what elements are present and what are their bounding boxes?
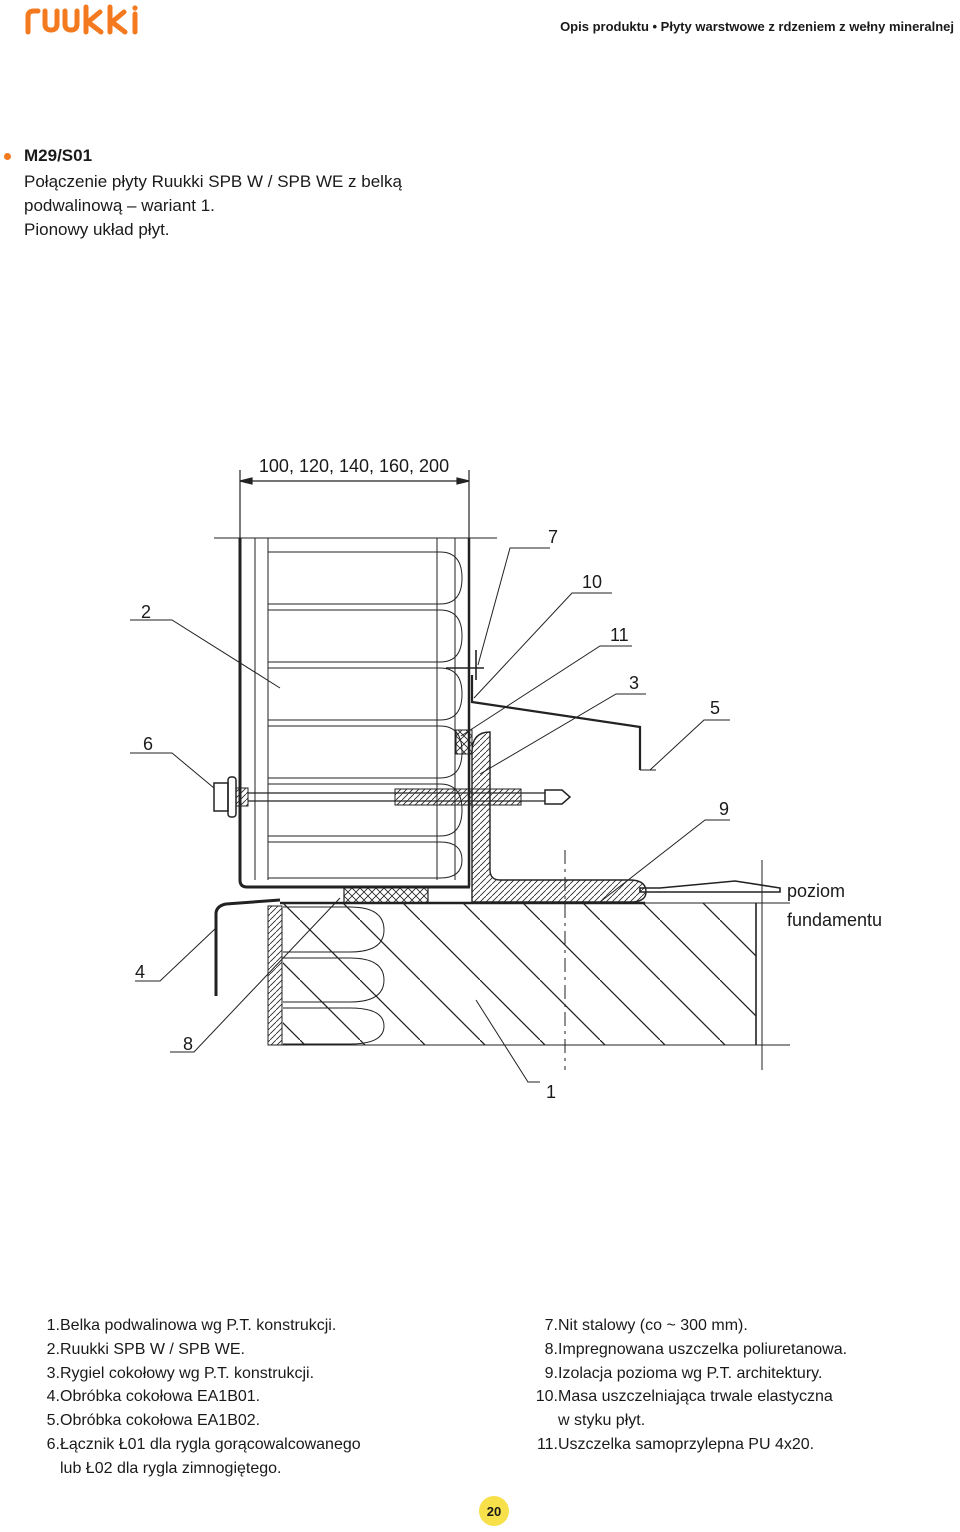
legend-text: Łącznik Ł01 dla rygla gorącowalcowanego (60, 1435, 361, 1453)
detail-code: M29/S01 (24, 146, 93, 165)
legend-right: 7. Nit stalowy (co ~ 300 mm). 8. Impregn… (528, 1314, 948, 1457)
bullet-icon (4, 153, 11, 160)
legend-text: Belka podwalinowa wg P.T. konstrukcji. (60, 1317, 337, 1334)
legend-number: 3. (46, 1364, 60, 1382)
legend-text: Obróbka cokołowa EA1B01. (60, 1388, 261, 1406)
legend-text: Izolacja pozioma wg P.T. architektury. (558, 1364, 823, 1382)
legend-text: Ruukki SPB W / SPB WE. (60, 1340, 245, 1358)
callout-label: 4 (135, 962, 145, 982)
legend-number: 8. (544, 1340, 558, 1358)
legend-text: Impregnowana uszczelka poliuretanowa. (558, 1340, 848, 1358)
callout-label: 2 (141, 602, 151, 622)
legend-number: 5. (46, 1412, 60, 1430)
legend-text: w styku płyt. (558, 1412, 646, 1430)
plinth-insulation (267, 905, 385, 1046)
dimension-label: 100, 120, 140, 160, 200 (259, 456, 449, 476)
legend-item: 2. Ruukki SPB W / SPB WE. (36, 1338, 496, 1362)
legend-number: 2. (46, 1340, 60, 1358)
legend-item: 6. Łącznik Ł01 dla rygla gorącowalcowane… (36, 1433, 496, 1481)
gasket-11 (455, 729, 473, 755)
description-line: Połączenie płyty Ruukki SPB W / SPB WE z… (24, 172, 402, 191)
legend-text: Rygiel cokołowy wg P.T. konstrukcji. (60, 1364, 315, 1382)
legend-item: 4. Obróbka cokołowa EA1B01. (36, 1385, 496, 1409)
legend-item: 10. Masa uszczelniająca trwale elastyczn… (528, 1385, 948, 1433)
level-label: poziom (787, 881, 845, 901)
legend-item: 8. Impregnowana uszczelka poliuretanowa. (528, 1338, 948, 1362)
legend-number: 6. (46, 1435, 60, 1453)
legend-text: lub Ł02 dla rygla zimnogiętego. (60, 1459, 282, 1477)
legend-item: 7. Nit stalowy (co ~ 300 mm). (528, 1314, 948, 1338)
legend-text: Uszczelka samoprzylepna PU 4x20. (558, 1435, 815, 1453)
flashing-4 (214, 898, 281, 996)
legend-number: 7. (544, 1317, 558, 1334)
dimension-line (239, 470, 470, 538)
callout-label: 1 (546, 1082, 556, 1102)
legend-item: 1. Belka podwalinowa wg P.T. konstrukcji… (36, 1314, 496, 1338)
legend-item: 5. Obróbka cokołowa EA1B02. (36, 1409, 496, 1433)
rivet (446, 650, 484, 680)
sandwich-panel (214, 537, 497, 889)
legend-number: 11. (536, 1435, 558, 1453)
legend-left: 1. Belka podwalinowa wg P.T. konstrukcji… (36, 1314, 496, 1481)
callout-label: 7 (548, 527, 558, 547)
callout-label: 9 (719, 799, 729, 819)
legend-number: 1. (46, 1317, 60, 1334)
leader-lines (130, 547, 730, 1083)
legend-text: Masa uszczelniająca trwale elastyczna (558, 1388, 833, 1406)
flashing-5 (470, 675, 642, 770)
screw (213, 776, 572, 818)
description-line: podwalinową – wariant 1. (24, 196, 215, 215)
header-title: Opis produktu • Płyty warstwowe z rdzeni… (560, 19, 954, 34)
ruukki-logo (25, 4, 138, 35)
legend-number: 4. (46, 1388, 60, 1406)
gasket-8 (343, 886, 429, 904)
detail-description: Połączenie płyty Ruukki SPB W / SPB WE z… (24, 170, 584, 242)
legend-item: 11. Uszczelka samoprzylepna PU 4x20. (528, 1433, 948, 1457)
callout-label: 10 (582, 572, 602, 592)
legend-number: 10. (535, 1388, 558, 1406)
callout-label: 8 (183, 1034, 193, 1054)
foundation (270, 850, 790, 1070)
callout-label: 5 (710, 698, 720, 718)
horizontal-insulation (639, 880, 781, 893)
legend-text: Obróbka cokołowa EA1B02. (60, 1412, 261, 1430)
description-line: Pionowy układ płyt. (24, 220, 170, 239)
level-label: fundamentu (787, 910, 882, 930)
callout-label: 3 (629, 673, 639, 693)
legend-item: 9. Izolacja pozioma wg P.T. architektury… (528, 1362, 948, 1386)
page-number-badge: 20 (479, 1496, 509, 1526)
legend-number: 9. (544, 1364, 558, 1382)
callout-label: 11 (610, 625, 629, 645)
technical-drawing: 100, 120, 140, 160, 200 (130, 456, 882, 1102)
legend-text: Nit stalowy (co ~ 300 mm). (558, 1317, 748, 1334)
callout-label: 6 (143, 734, 153, 754)
base-rail (471, 731, 647, 903)
legend-item: 3. Rygiel cokołowy wg P.T. konstrukcji. (36, 1362, 496, 1386)
